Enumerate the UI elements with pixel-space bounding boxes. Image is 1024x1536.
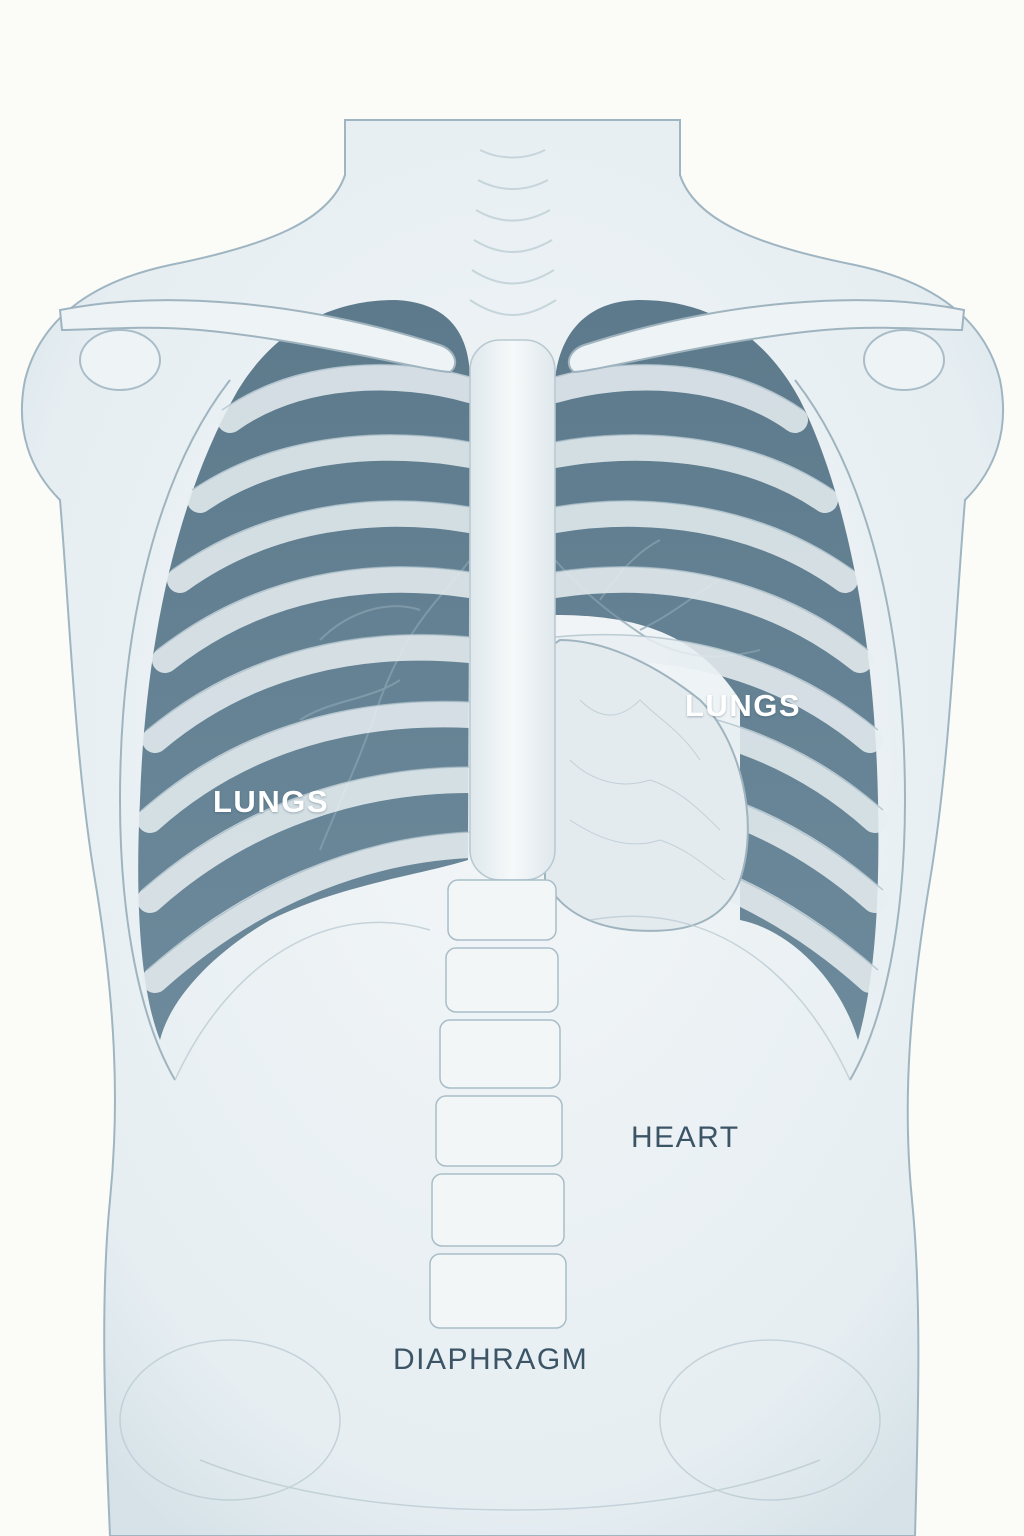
label-heart: HEART <box>631 1121 740 1154</box>
neck-structure <box>469 149 557 316</box>
label-lungs-left: LUNGS <box>213 784 329 819</box>
ribs-left <box>137 364 483 993</box>
vertebrae <box>429 879 567 1329</box>
shoulder-joints <box>79 329 945 391</box>
clavicles <box>58 299 966 374</box>
ribs-left-edges <box>141 363 471 971</box>
heart-shape <box>544 638 749 932</box>
heart-texture <box>569 699 726 881</box>
label-lungs-right: LUNGS <box>685 688 801 723</box>
label-diaphragm: DIAPHRAGM <box>393 1343 589 1376</box>
ribcage-outline <box>118 379 907 1081</box>
trachea <box>469 339 556 881</box>
abdomen-contours <box>119 915 881 1511</box>
